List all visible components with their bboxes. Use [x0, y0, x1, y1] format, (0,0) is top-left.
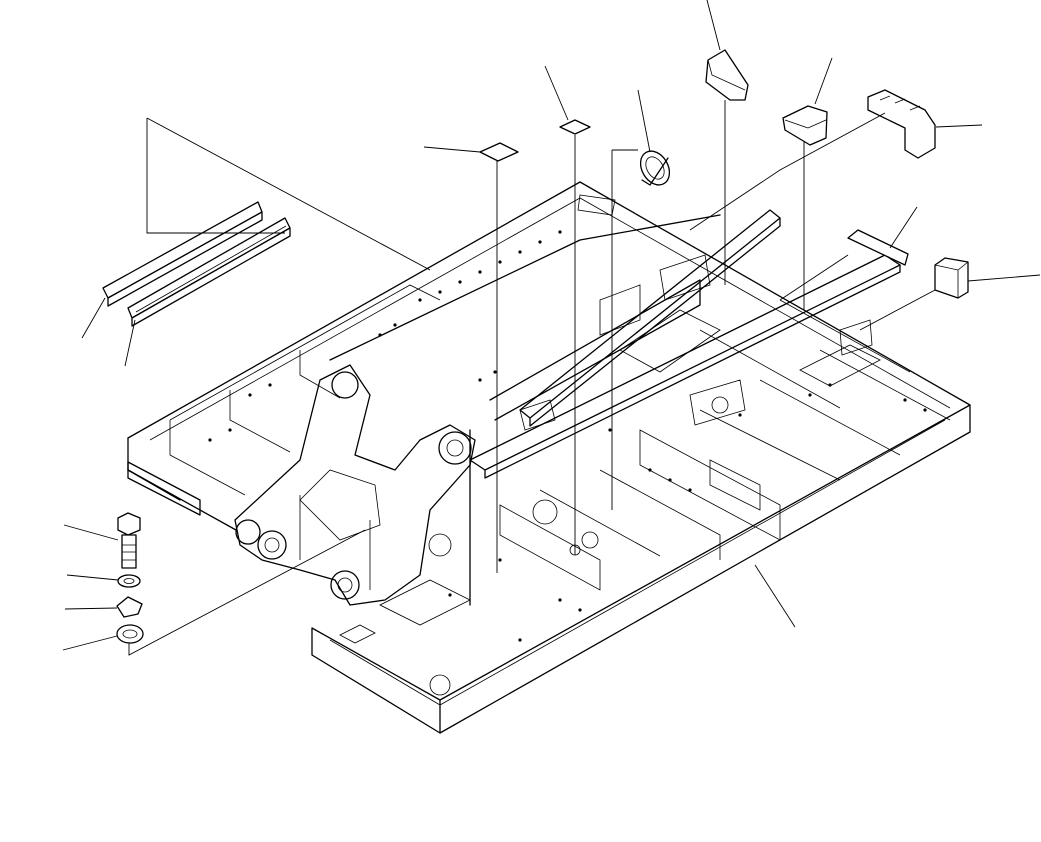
rubber-block — [934, 257, 969, 299]
plate-round-flanged — [116, 624, 144, 644]
mount-bracket-1 — [705, 49, 749, 101]
frame-bolt-holes — [208, 230, 927, 642]
side-rail-right — [127, 217, 291, 327]
washer — [117, 574, 141, 588]
mount-bracket-3 — [867, 89, 936, 159]
bolt — [117, 512, 141, 569]
seal-ring — [639, 150, 671, 186]
leader-lines — [62, 0, 1041, 656]
spacer-bar — [847, 229, 909, 266]
side-rail-left — [102, 201, 263, 307]
boom-foot-bracket — [234, 364, 476, 606]
mount-bracket-2 — [782, 105, 828, 146]
revolving-frame — [127, 181, 971, 734]
plate-round — [116, 596, 143, 618]
shim-plate-small-1 — [479, 142, 519, 162]
shim-plate-small-2 — [559, 119, 591, 135]
